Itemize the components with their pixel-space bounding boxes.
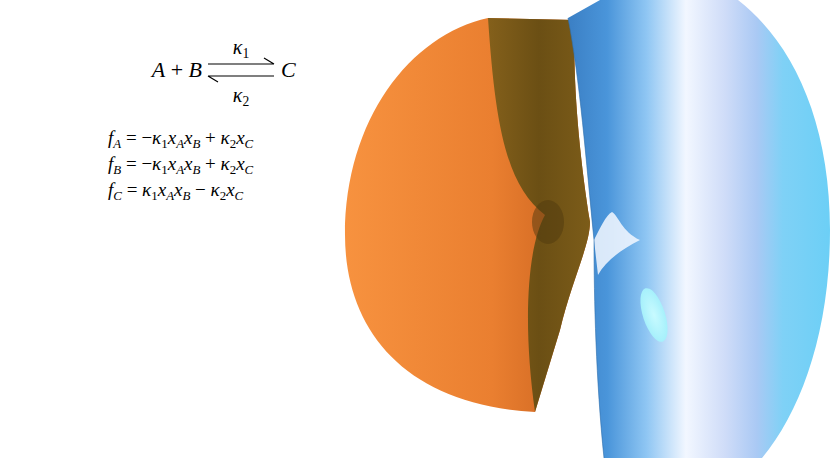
rate-equation: fC = κ1xAxB − κ2xC xyxy=(108,179,243,202)
surface-blue xyxy=(568,0,830,458)
reaction-text: κ2 xyxy=(233,83,249,107)
reaction-text: C xyxy=(281,57,296,83)
reaction-text: κ1 xyxy=(233,35,249,59)
rate-equation: fA = −κ1xAxB + κ2xC xyxy=(108,127,253,150)
rate-equation: fB = −κ1xAxB + κ2xC xyxy=(108,153,253,176)
reaction-text: A + B xyxy=(152,57,202,83)
reaction-arrows xyxy=(208,58,274,82)
surface-orange xyxy=(345,18,590,412)
